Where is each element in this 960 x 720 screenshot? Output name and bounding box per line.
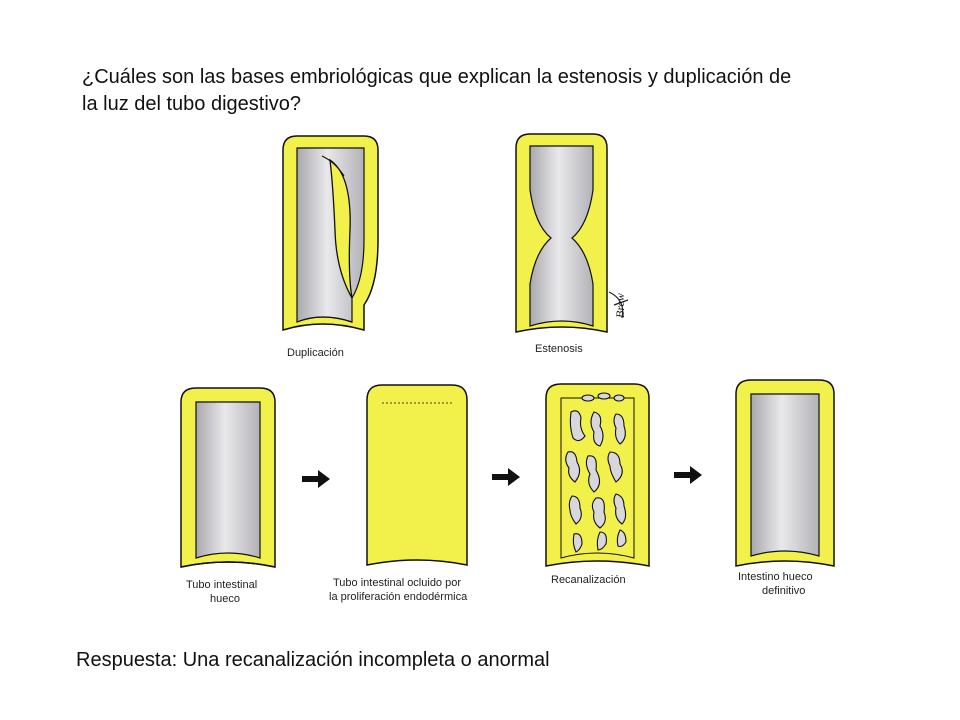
arrow-right-icon bbox=[492, 468, 520, 486]
label-definitivo-line2: definitivo bbox=[762, 585, 805, 597]
stenosis-tube: Brew Estenosis bbox=[515, 133, 629, 355]
question-text: ¿Cuáles son las bases embriológicas que … bbox=[82, 66, 792, 115]
label-definitivo-line1: Intestino hueco bbox=[738, 571, 813, 583]
label-duplicacion: Duplicación bbox=[287, 347, 344, 359]
duplication-tube: Duplicación bbox=[282, 135, 379, 359]
label-estenosis: Estenosis bbox=[535, 343, 583, 355]
recanalization-tube: Recanalización bbox=[545, 383, 650, 586]
label-hueco-line2: hueco bbox=[210, 593, 240, 605]
definitive-tube: Intestino hueco definitivo bbox=[735, 379, 835, 597]
arrow-right-icon bbox=[674, 466, 702, 484]
label-ocluido-line2: la proliferación endodérmica bbox=[329, 591, 468, 603]
arrow-right-icon bbox=[302, 470, 330, 488]
label-recanalizacion: Recanalización bbox=[551, 574, 626, 586]
label-hueco-line1: Tubo intestinal bbox=[186, 579, 257, 591]
occluded-tube: Tubo intestinal ocluido por la prolifera… bbox=[329, 384, 468, 603]
hollow-tube: Tubo intestinal hueco bbox=[180, 387, 276, 605]
answer-text: Respuesta: Una recanalización incompleta… bbox=[76, 649, 550, 671]
label-ocluido-line1: Tubo intestinal ocluido por bbox=[333, 577, 461, 589]
signature-text: Brew bbox=[613, 293, 627, 318]
